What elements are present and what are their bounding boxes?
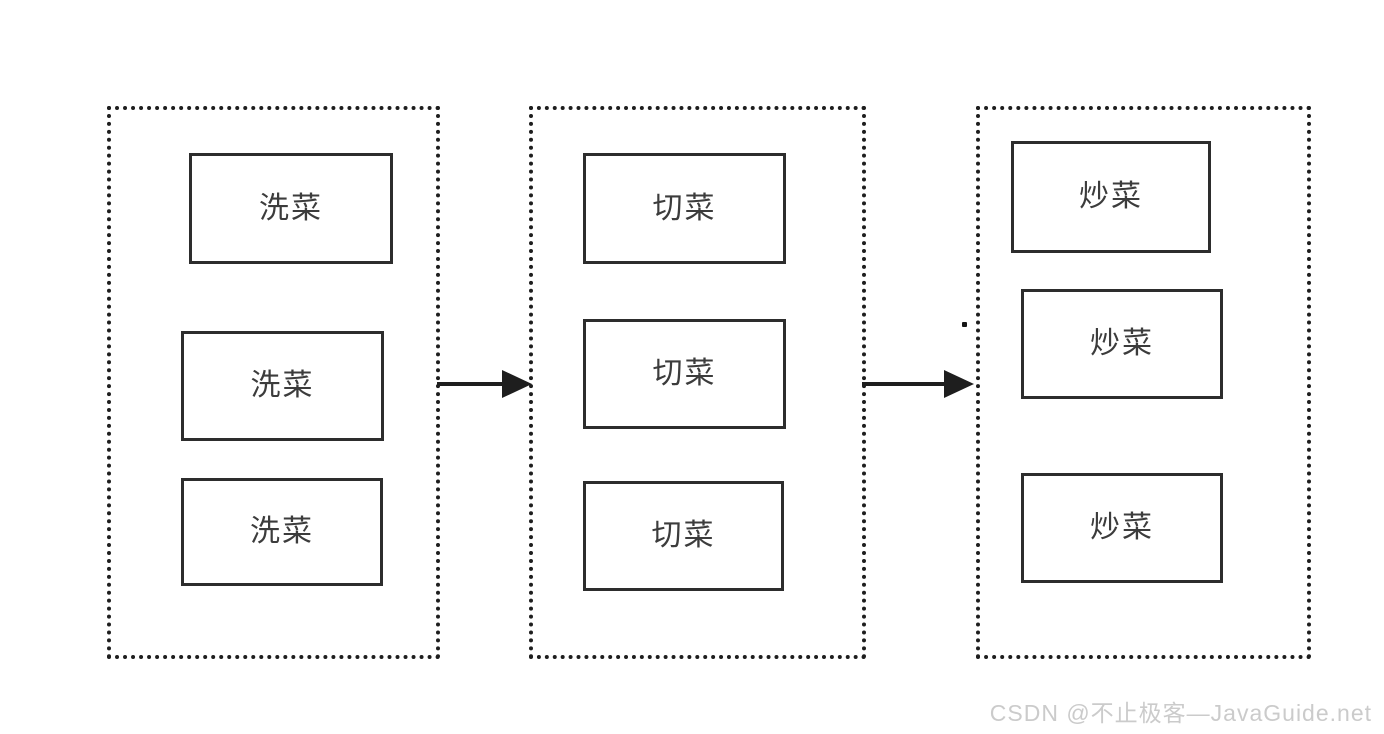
task-label-wash-2: 洗菜 [250,369,315,402]
task-label-wash-1: 洗菜 [259,191,323,225]
stage-container-wash: 洗菜 洗菜 洗菜 [107,106,440,659]
stray-dot [962,322,967,327]
task-box-fry-1: 炒菜 [1011,141,1211,253]
watermark: CSDN @不止极客—JavaGuide.net [989,700,1372,726]
task-box-cut-2: 切菜 [583,319,786,429]
task-box-wash-2: 洗菜 [181,331,384,441]
stage-container-cut: 切菜 切菜 切菜 [529,106,866,659]
task-label-fry-1: 炒菜 [1079,180,1143,213]
task-label-fry-3: 炒菜 [1090,511,1154,544]
task-label-cut-3: 切菜 [651,519,716,552]
task-box-cut-1: 切菜 [583,153,786,264]
task-box-wash-1: 洗菜 [189,153,393,264]
arrow-wash-to-cut-icon [437,370,532,398]
task-box-fry-2: 炒菜 [1021,289,1223,399]
arrow-cut-to-fry-icon [862,370,974,398]
task-label-cut-2: 切菜 [652,357,717,390]
task-label-fry-2: 炒菜 [1090,327,1154,360]
task-label-cut-1: 切菜 [652,191,717,225]
task-box-fry-3: 炒菜 [1021,473,1223,583]
stage-container-fry: 炒菜 炒菜 炒菜 [976,106,1311,659]
task-label-wash-3: 洗菜 [250,515,314,548]
task-box-wash-3: 洗菜 [181,478,383,586]
task-box-cut-3: 切菜 [583,481,784,591]
